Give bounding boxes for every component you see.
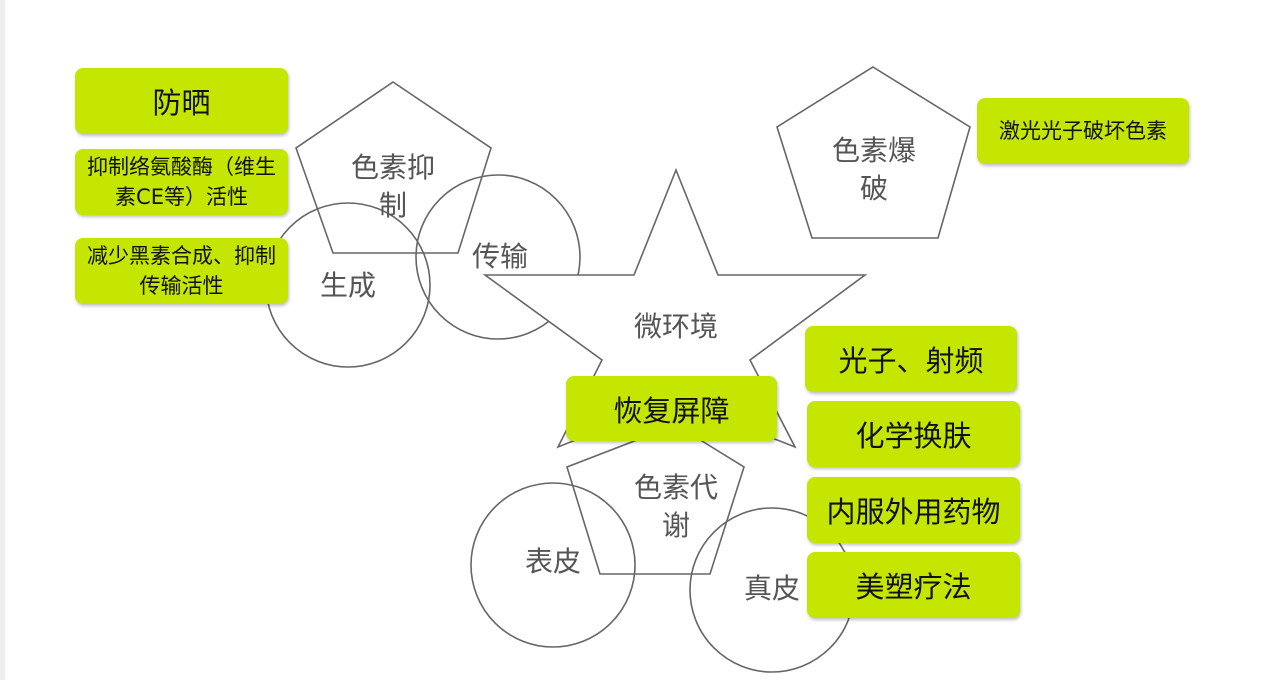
circle-dermis-label: 真皮 — [743, 572, 801, 605]
label-line: 破 — [859, 172, 889, 205]
label-line: 色素爆 — [831, 134, 917, 167]
label-line: 制 — [378, 189, 408, 222]
left-edge — [0, 0, 5, 680]
box-chemical-peel: 化学换肤 — [807, 401, 1020, 467]
box-restore-barrier: 恢复屏障 — [566, 376, 777, 441]
pentagon-blast-label: 色素爆破 — [832, 132, 916, 208]
box-sunscreen: 防晒 — [75, 68, 288, 134]
circle-epidermis — [470, 482, 636, 648]
pentagon-inhibit-label: 色素抑制 — [351, 149, 435, 225]
circle-generate-label: 生成 — [319, 269, 377, 302]
box-reduce-melanin: 减少黑素合成、抑制传输活性 — [75, 238, 288, 304]
pentagon-pigment-metabolism — [566, 424, 745, 575]
label-line: 色素代 — [633, 471, 719, 504]
box-tyrosinase: 抑制络氨酸酶（维生素CE等）活性 — [75, 149, 288, 215]
circle-transport — [415, 174, 581, 340]
label-line: 色素抑 — [350, 151, 436, 184]
circle-epidermis-label: 表皮 — [524, 545, 582, 578]
label-line: 谢 — [661, 509, 691, 542]
box-drugs: 内服外用药物 — [807, 477, 1020, 543]
circle-transport-label: 传输 — [471, 240, 529, 273]
star-label: 微环境 — [633, 310, 719, 343]
box-photon-rf: 光子、射频 — [805, 326, 1017, 392]
pentagon-pigment-blast — [776, 66, 971, 239]
box-laser: 激光光子破坏色素 — [977, 98, 1189, 164]
pentagon-metabolism-label: 色素代谢 — [634, 469, 718, 545]
pentagon-pigment-inhibit — [295, 81, 492, 254]
box-mesotherapy: 美塑疗法 — [807, 552, 1020, 618]
